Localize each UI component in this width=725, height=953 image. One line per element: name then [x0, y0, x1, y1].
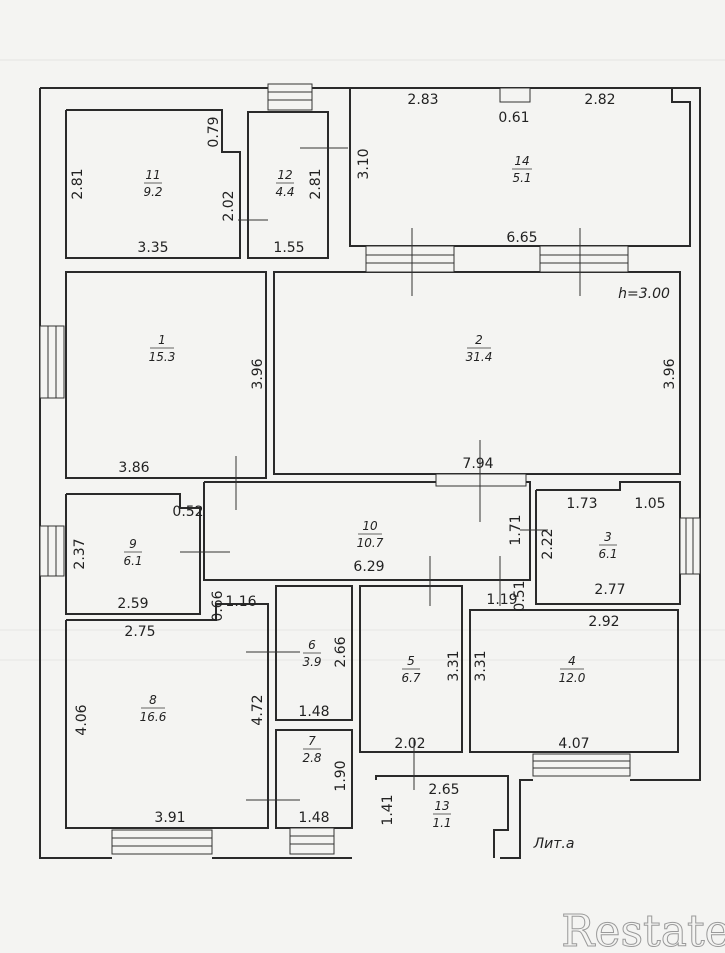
room-1-area: 15.3: [149, 350, 176, 364]
dim-4-72: 4.72: [250, 694, 266, 725]
room-7-number: 7: [308, 734, 316, 748]
dim-2-37: 2.37: [72, 538, 88, 569]
room-5-label: 5 6.7: [401, 654, 420, 685]
room-10-area: 10.7: [357, 536, 384, 550]
room-6-label: 6 3.9: [302, 638, 321, 669]
room-labels: 11 9.2 12 4.4 14 5.1 1 15.3 2 31.4 9 6.1: [123, 154, 617, 830]
room-14-number: 14: [514, 154, 529, 168]
room-7-label: 7 2.8: [302, 734, 321, 765]
dim-1-90: 1.90: [333, 760, 349, 791]
room-13-area: 1.1: [432, 816, 451, 830]
room-4-number: 4: [568, 654, 576, 668]
dim-0-79: 0.79: [206, 116, 222, 147]
dim-2-75: 2.75: [124, 624, 155, 640]
room-4-label: 4 12.0: [559, 654, 586, 685]
room-14-area: 5.1: [512, 171, 531, 185]
room-9-area: 6.1: [123, 554, 142, 568]
dim-2-65: 2.65: [428, 782, 459, 798]
room-7-area: 2.8: [302, 751, 321, 765]
dim-2-77: 2.77: [594, 582, 625, 598]
dim-2-81-b: 2.81: [308, 168, 324, 199]
dim-0-51: 0.51: [512, 580, 528, 611]
room-12-area: 4.4: [275, 185, 294, 199]
dim-4-07: 4.07: [558, 736, 589, 752]
dim-0-52: 0.52: [172, 504, 203, 520]
dim-2-83: 2.83: [407, 92, 438, 108]
dim-1-16: 1.16: [225, 594, 256, 610]
room-3-number: 3: [604, 530, 612, 544]
dim-2-81-a: 2.81: [70, 168, 86, 199]
dim-1-41: 1.41: [380, 794, 396, 825]
dim-2-66: 2.66: [333, 636, 349, 667]
room-13-label: 13 1.1: [432, 799, 451, 830]
room-2-area: 31.4: [466, 350, 493, 364]
dim-4-06: 4.06: [74, 704, 90, 735]
litera-label: Лит.а: [533, 836, 575, 852]
dim-2-02-b: 2.02: [394, 736, 425, 752]
room-9-label: 9 6.1: [123, 537, 142, 568]
room-11-area: 9.2: [143, 185, 162, 199]
room-6-area: 3.9: [302, 655, 321, 669]
watermark-logo: Restate: [561, 906, 725, 953]
room-11-label: 11 9.2: [143, 168, 162, 199]
room-5-area: 6.7: [401, 671, 420, 685]
room-2-label: 2 31.4: [466, 333, 493, 364]
room-8-number: 8: [149, 693, 157, 707]
dim-1-48-a: 1.48: [298, 704, 329, 720]
dim-2-59: 2.59: [117, 596, 148, 612]
dim-3-31-a: 3.31: [446, 650, 462, 681]
dim-2-22: 2.22: [540, 528, 556, 559]
room-3-area: 6.1: [598, 547, 617, 561]
dim-1-05: 1.05: [634, 496, 665, 512]
room-12-number: 12: [277, 168, 292, 182]
dim-2-82: 2.82: [584, 92, 615, 108]
room-4-area: 12.0: [559, 671, 586, 685]
room-12-label: 12 4.4: [275, 168, 294, 199]
dim-6-65: 6.65: [506, 230, 537, 246]
dim-1-73: 1.73: [566, 496, 597, 512]
dim-0-66: 0.66: [210, 590, 226, 621]
room-1-label: 1 15.3: [149, 333, 176, 364]
dim-1-48-b: 1.48: [298, 810, 329, 826]
dim-7-94: 7.94: [462, 456, 493, 472]
room-13-number: 13: [434, 799, 449, 813]
ceiling-height-note: h=3.00: [618, 286, 670, 302]
room-10-number: 10: [362, 519, 378, 533]
room-5-number: 5: [407, 654, 415, 668]
dim-6-29: 6.29: [353, 559, 384, 575]
dim-3-31-b: 3.31: [473, 650, 489, 681]
room-1-number: 1: [158, 333, 166, 347]
dimension-labels: 2.83 2.82 0.61 3.35 1.55 6.65 h=3.00 3.8…: [70, 92, 678, 852]
dim-3-91: 3.91: [154, 810, 185, 826]
room-8-area: 16.6: [140, 710, 167, 724]
room-8-label: 8 16.6: [140, 693, 167, 724]
dim-2-92: 2.92: [588, 614, 619, 630]
dim-1-55: 1.55: [273, 240, 304, 256]
room-3-label: 3 6.1: [598, 530, 617, 561]
dim-3-35: 3.35: [137, 240, 168, 256]
dim-0-61: 0.61: [498, 110, 529, 126]
room-14-label: 14 5.1: [512, 154, 532, 185]
windows: [39, 83, 701, 855]
dim-3-10: 3.10: [356, 148, 372, 179]
room-11-number: 11: [145, 168, 160, 182]
door-ticks: [180, 147, 581, 801]
room-10-label: 10 10.7: [357, 519, 384, 550]
room-9-number: 9: [129, 537, 137, 551]
dim-3-96-b: 3.96: [662, 358, 678, 389]
room-2-number: 2: [475, 333, 483, 347]
dim-1-19: 1.19: [486, 592, 517, 608]
dim-2-02-a: 2.02: [221, 190, 237, 221]
dim-1-71: 1.71: [508, 514, 524, 545]
dim-3-96-a: 3.96: [250, 358, 266, 389]
room-6-number: 6: [308, 638, 316, 652]
dim-3-86: 3.86: [118, 460, 149, 476]
